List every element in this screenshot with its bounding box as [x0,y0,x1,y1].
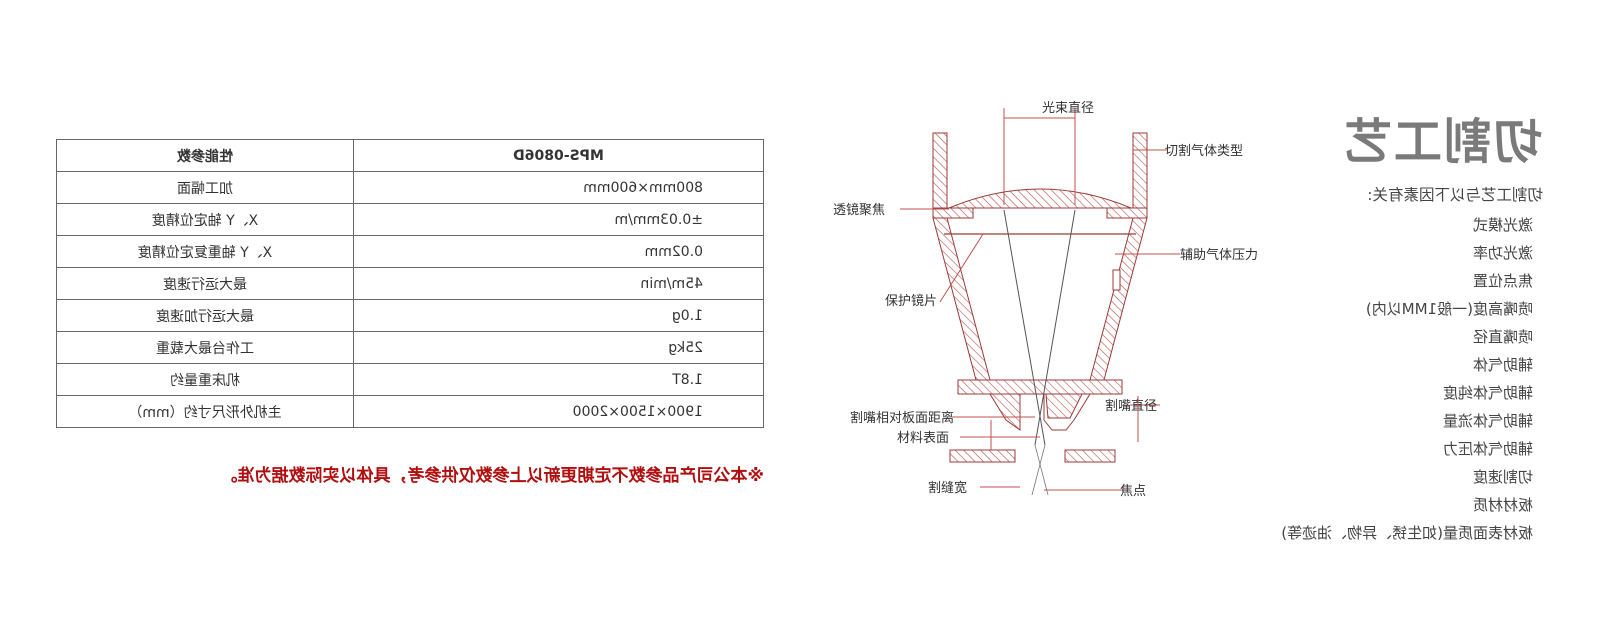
beam-line [1031,444,1046,496]
table-cell: 1.0g [353,299,764,332]
beam-line [1003,209,1046,446]
table-row: 45m/min 最大运行速度 [56,267,764,300]
gas-port [1112,269,1121,291]
table-cell: 45m/min [353,267,764,300]
label-assist-gas-pressure: 辅助气体压力 [1180,247,1258,263]
head-wall-left [1132,132,1148,212]
table-cell: 1900×1500×2000 [353,395,764,428]
table-cell: 最大运行加速度 [56,299,354,332]
nozzle-tip-fill-left [1045,393,1083,419]
table-cell: 25kg [353,331,764,364]
table-cell: 最大运行速度 [56,267,354,300]
table-row: 1.8T 机床重量约 [56,363,764,396]
label-kerf-width: 割缝宽 [928,480,967,496]
lens-holder-right [932,207,974,219]
label-protective-lens: 保护镜片 [885,294,937,309]
table-cell: 工作台最大载重 [56,331,354,364]
spec-table: MPS-0806D 性能参数 800mm×600mm 加工幅面 ±0.03mm/… [56,139,764,428]
label-cutting-gas-type: 切割气体类型 [1165,143,1243,159]
table-cell: 0.02mm [353,235,764,268]
beam-line [1034,209,1076,446]
table-row: 1900×1500×2000 主机外形尺寸约（mm） [56,395,764,428]
table-cell: X、Y 轴定位精度 [56,203,354,236]
workpiece-right [949,449,1016,463]
focus-lens [948,188,1132,209]
disclaimer-note: ※本公司产品参数不定期更新以上参数仅供参考，具体以实际数据为准。 [220,466,764,486]
lens-holder-left [1106,207,1148,219]
table-row: 800mm×600mm 加工幅面 [56,171,764,204]
table-cell: X、Y 轴重复定位精度 [56,235,354,268]
beam-line [1034,444,1049,496]
column-header: 性能参数 [56,139,354,172]
label-material-surface: 材料表面 [897,431,949,446]
label-focal-point: 焦点 [1120,484,1146,499]
table-cell: 加工幅面 [56,171,354,204]
nozzle-flange [957,379,1123,395]
label-lens: 透镜聚焦 [833,203,885,218]
head-wall-right [932,132,948,212]
cone-wall-left [1089,217,1148,381]
table-cell: 主机外形尺寸约（mm） [56,395,354,428]
table-cell: 1.8T [353,363,764,396]
column-header: MPS-0806D [353,139,764,172]
label-nozzle-distance: 割嘴相对板面距离 [850,410,954,426]
table-row: 25kg 工作台最大载重 [56,331,764,364]
label-nozzle-diameter: 割嘴直径 [1105,398,1157,414]
table-cell: 800mm×600mm [353,171,764,204]
table-cell: 机床重量约 [56,363,354,396]
label-beam-diameter: 光束直径 [1042,101,1094,116]
workpiece-left [1064,449,1116,463]
table-header-row: MPS-0806D 性能参数 [56,139,764,172]
table-cell: ±0.03mm/m [353,203,764,236]
table-row: 0.02mm X、Y 轴重复定位精度 [56,235,764,268]
nozzle-tip-right [989,393,1021,431]
table-row: 1.0g 最大运行加速度 [56,299,764,332]
table-row: ±0.03mm/m X、Y 轴定位精度 [56,203,764,236]
leader-line [939,233,984,303]
